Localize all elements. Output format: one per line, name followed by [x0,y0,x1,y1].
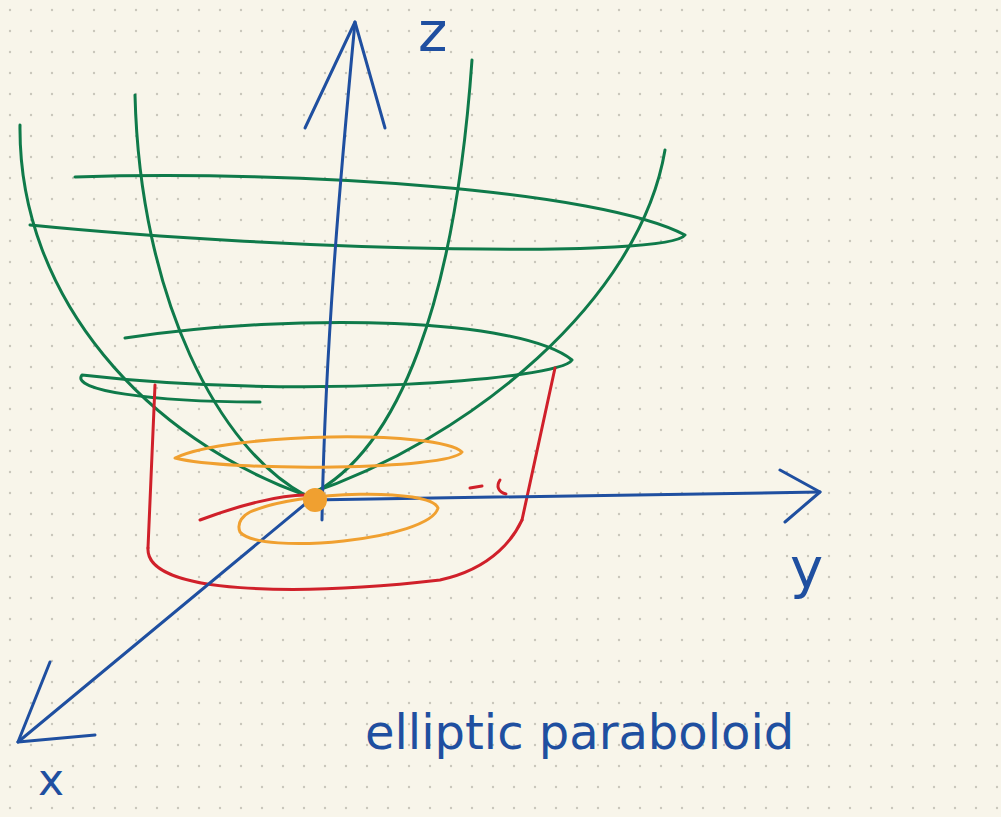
caption-label: elliptic paraboloid [365,708,794,756]
level-curves [175,437,462,544]
vertex-dot [303,488,327,512]
axis-label: x [38,758,64,802]
coordinate-axes [18,22,820,742]
cylinder-outline [148,368,555,589]
axis-label: z [418,4,447,60]
axis-label: y [790,540,823,596]
paraboloid-surface [20,60,685,495]
